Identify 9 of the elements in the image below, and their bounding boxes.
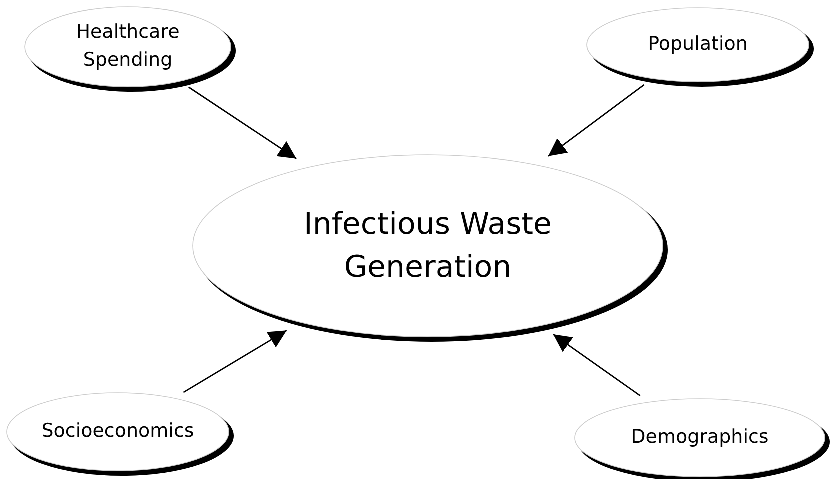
arrow — [188, 86, 298, 160]
node-label: Demographics — [631, 425, 769, 450]
node-label: Socioeconomics — [42, 419, 194, 444]
node-label: Population — [648, 32, 748, 58]
node-label: Healthcare Spending — [75, 20, 181, 73]
arrow — [553, 334, 641, 397]
arrow — [548, 84, 645, 157]
arrow — [183, 330, 288, 394]
node-label: Infectious Waste Generation — [303, 206, 553, 287]
